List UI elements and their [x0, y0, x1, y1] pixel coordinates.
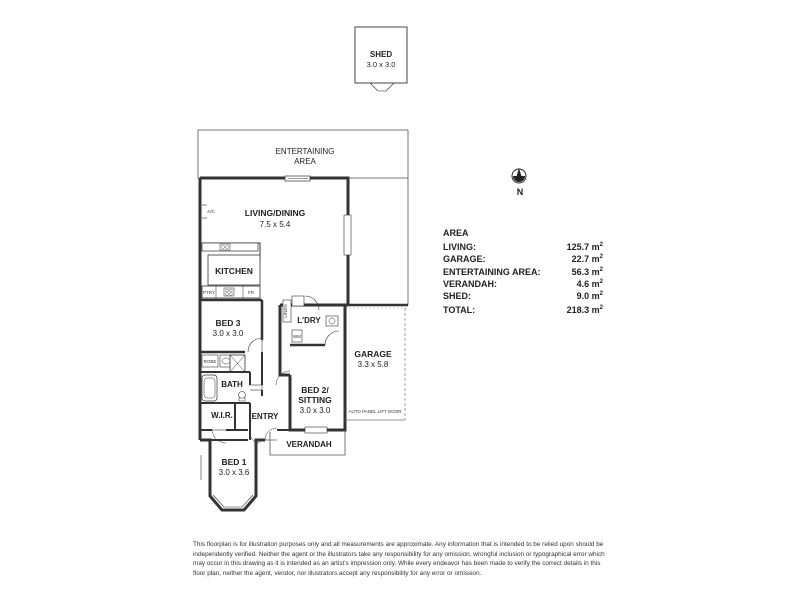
kitchen: KITCHEN PTRY FR [201, 242, 261, 299]
area-value: 22.7 m2 [571, 254, 603, 265]
area-value: 9.0 m2 [576, 291, 603, 302]
bed1-dims: 3.0 x 3.6 [219, 468, 250, 477]
bed3-dims: 3.0 x 3.0 [213, 329, 244, 338]
shed-dims: 3.0 x 3.0 [367, 60, 396, 69]
area-label: VERANDAH: [443, 278, 497, 289]
area-value: 4.6 m2 [576, 278, 603, 289]
bed2-line2: SITTING [298, 395, 332, 405]
area-label: GARAGE: [443, 254, 486, 265]
area-row-entertaining: ENTERTAINING AREA: 56.3 m2 [443, 266, 603, 278]
north-label: N [517, 187, 524, 197]
garage: GARAGE 3.3 x 5.8 AUTO PANEL LIFT DOOR [343, 303, 408, 430]
disclaimer: This floorplan is for illustration purpo… [193, 541, 605, 577]
area-row-shed: SHED: 9.0 m2 [443, 290, 603, 302]
living-dims: 7.5 x 5.4 [260, 220, 291, 229]
area-label: LIVING: [443, 242, 476, 253]
bed2: BED 2/ SITTING 3.0 x 3.0 [261, 370, 332, 434]
wir: W.I.R. [200, 403, 248, 444]
garage-name: GARAGE [354, 349, 392, 359]
entry: ENTRY [249, 403, 290, 444]
living-window [343, 214, 352, 256]
kitchen-name: KITCHEN [215, 266, 253, 276]
bed2-dims: 3.0 x 3.0 [300, 406, 331, 415]
wir-name: W.I.R. [211, 411, 233, 420]
area-heading: AREA [443, 228, 469, 238]
area-row-living: LIVING: 125.7 m2 [443, 241, 603, 253]
area-row-total: TOTAL: 218.3 m2 [443, 304, 603, 316]
bed2-line1: BED 2/ [301, 385, 329, 395]
bath-name: BATH [221, 380, 243, 389]
ptry-label: PTRY [203, 290, 215, 295]
area-total-value: 218.3 m2 [566, 305, 603, 316]
sliding-door-top [284, 175, 311, 182]
area-value: 56.3 m2 [571, 266, 603, 277]
entertaining-line2: AREA [294, 157, 316, 166]
ac-label: A/C [207, 209, 215, 214]
area-total-label: TOTAL: [443, 305, 476, 316]
wm-label: WM [293, 334, 301, 339]
area-label: ENTERTAINING AREA: [443, 266, 541, 277]
bed3: BED 3 3.0 x 3.0 [200, 318, 263, 354]
area-row-garage: GARAGE: 22.7 m2 [443, 253, 603, 265]
entry-name: ENTRY [252, 412, 279, 421]
area-label: SHED: [443, 291, 472, 302]
bed1: BED 1 3.0 x 3.6 [200, 439, 258, 508]
shed-name: SHED [370, 50, 392, 59]
entertaining-line1: ENTERTAINING [276, 147, 335, 156]
bed3-name: BED 3 [215, 318, 240, 328]
robe-label: ROBE [204, 359, 217, 364]
bath: ROBE BATH [200, 354, 263, 402]
linen-label: LINEN [283, 304, 288, 317]
bed1-name: BED 1 [221, 457, 246, 467]
entertaining-area: ENTERTAINING AREA [197, 129, 409, 305]
verandah: VERANDAH [269, 430, 346, 456]
area-row-verandah: VERANDAH: 4.6 m2 [443, 278, 603, 290]
verandah-name: VERANDAH [286, 440, 332, 449]
north-arrow-icon: N [511, 168, 527, 197]
shed: SHED 3.0 x 3.0 [354, 26, 408, 92]
garage-dims: 3.3 x 5.8 [358, 360, 389, 369]
auto-door-label: AUTO PANEL LIFT DOOR [348, 409, 402, 414]
living-name: LIVING/DINING [245, 208, 306, 218]
fr-label: FR [248, 290, 255, 295]
ldry-name: L'DRY [297, 316, 321, 325]
area-value: 125.7 m2 [566, 242, 603, 253]
laundry: LINEN WM L'DRY [279, 295, 340, 347]
area-summary: AREA LIVING: 125.7 m2 GARAGE: 22.7 m2 EN… [443, 227, 603, 316]
